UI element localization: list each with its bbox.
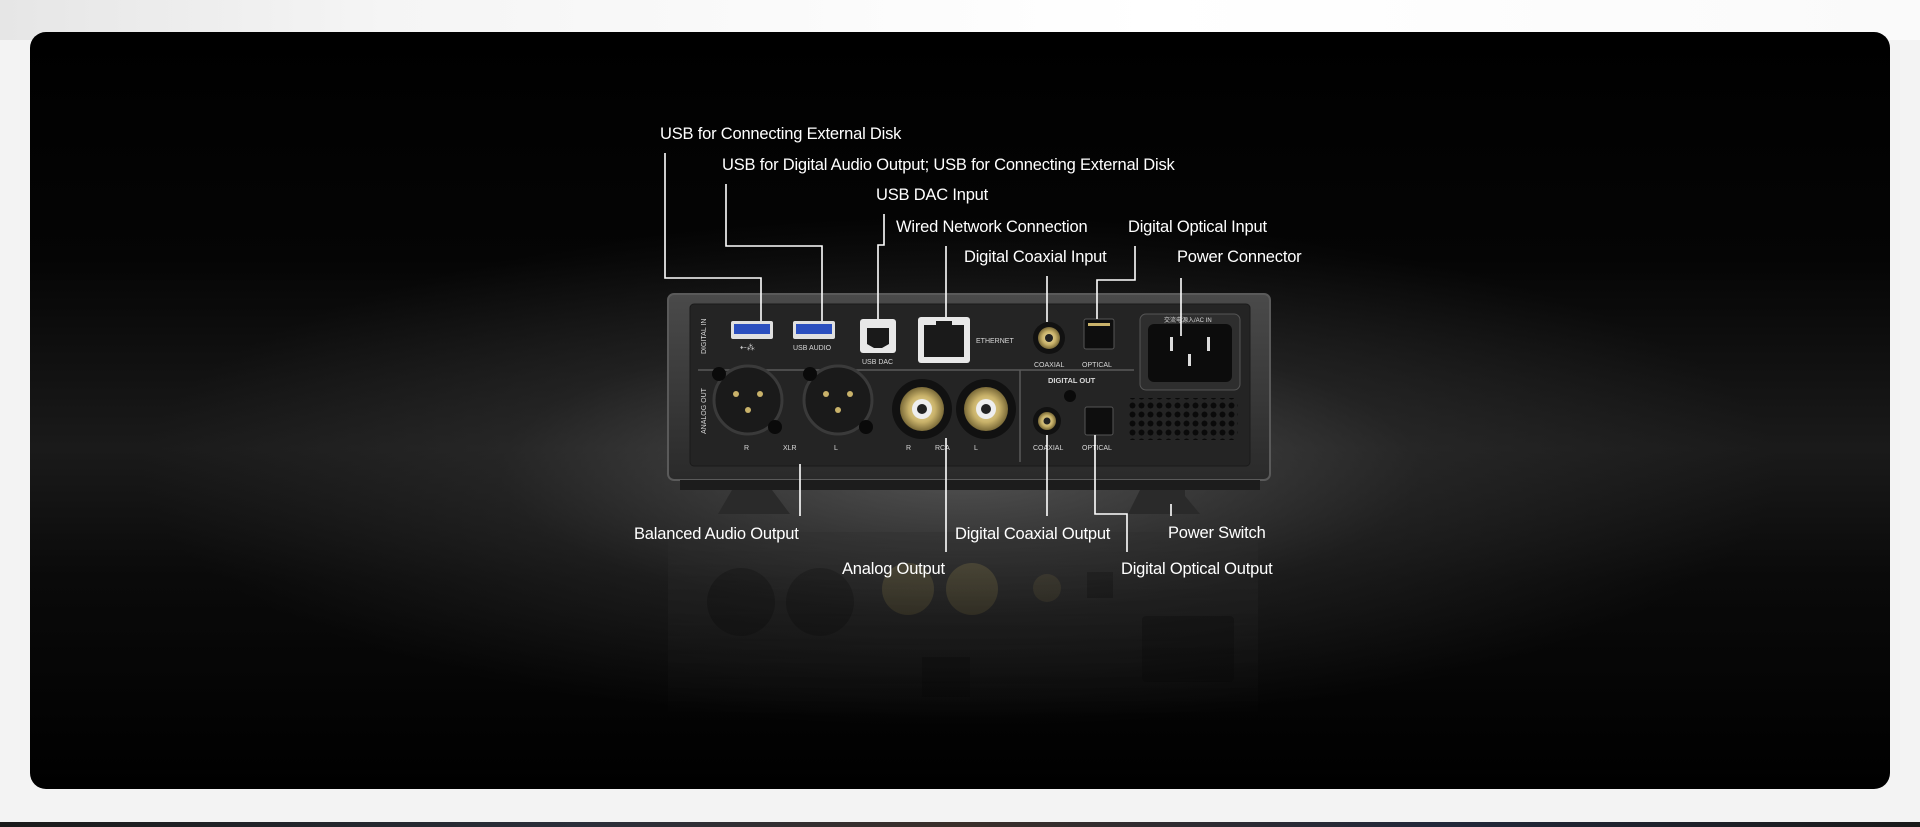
device-foot-left xyxy=(718,490,790,514)
label-digital-coaxial-output: Digital Coaxial Output xyxy=(955,525,1111,543)
label-digital-coaxial-input: Digital Coaxial Input xyxy=(964,248,1107,266)
marking-coaxial-out: COAXIAL xyxy=(1033,445,1063,452)
label-digital-optical-output: Digital Optical Output xyxy=(1121,560,1273,578)
marking-xlr: XLR xyxy=(783,445,797,452)
svg-text:⇠⁂: ⇠⁂ xyxy=(740,343,755,352)
label-balanced-audio-output: Balanced Audio Output xyxy=(634,525,799,543)
power-switch-icon xyxy=(1145,490,1185,504)
leader-lines xyxy=(664,153,1182,552)
optical-input-port-icon xyxy=(1083,318,1115,350)
page-bottom-strip xyxy=(0,822,1920,827)
leader-usb-external-disk xyxy=(664,153,762,321)
leader-optical-out xyxy=(1094,435,1128,552)
label-analog-output: Analog Output xyxy=(842,560,945,578)
label-power-connector: Power Connector xyxy=(1177,248,1302,266)
marking-usb-audio: USB AUDIO xyxy=(793,345,832,352)
leader-usb-dac xyxy=(877,214,885,319)
label-usb-dac-input: USB DAC Input xyxy=(876,186,989,204)
leader-usb-digital-audio xyxy=(725,184,823,321)
marking-ac-in: 交流电源入/AC IN xyxy=(1164,316,1212,324)
label-usb-external-disk: USB for Connecting External Disk xyxy=(660,125,902,143)
marking-rca-r: R xyxy=(906,445,911,452)
leader-optical-in xyxy=(1096,246,1136,319)
xlr-left-connector-icon xyxy=(802,364,874,436)
marking-ethernet: ETHERNET xyxy=(976,338,1014,345)
marking-rca: RCA xyxy=(935,445,950,452)
device-reflection xyxy=(668,530,1258,720)
marking-rca-l: L xyxy=(974,445,978,452)
power-connector-icon xyxy=(1148,324,1232,382)
marking-xlr-r: R xyxy=(744,445,749,452)
marking-digital-in: DIGITAL IN xyxy=(701,319,708,354)
label-power-switch: Power Switch xyxy=(1168,524,1266,542)
xlr-right-connector-icon xyxy=(712,364,784,436)
marking-coaxial-in: COAXIAL xyxy=(1034,362,1064,369)
optical-output-port-icon xyxy=(1084,406,1114,436)
marking-digital-out: DIGITAL OUT xyxy=(1048,376,1096,385)
label-digital-optical-input: Digital Optical Input xyxy=(1128,218,1267,236)
marking-xlr-l: L xyxy=(834,445,838,452)
label-wired-network: Wired Network Connection xyxy=(896,218,1088,236)
vent-grille xyxy=(1128,398,1238,440)
marking-usb-dac: USB DAC xyxy=(862,359,893,366)
connector-diagram-panel: ⇠⁂ xyxy=(30,32,1890,789)
device-base xyxy=(680,480,1260,490)
device-rear-panel-illustration: ⇠⁂ xyxy=(664,153,1271,720)
marking-optical-in: OPTICAL xyxy=(1082,362,1112,369)
label-usb-digital-audio: USB for Digital Audio Output; USB for Co… xyxy=(722,156,1175,174)
marking-optical-out: OPTICAL xyxy=(1082,445,1112,452)
marking-analog-out: ANALOG OUT xyxy=(701,387,708,434)
